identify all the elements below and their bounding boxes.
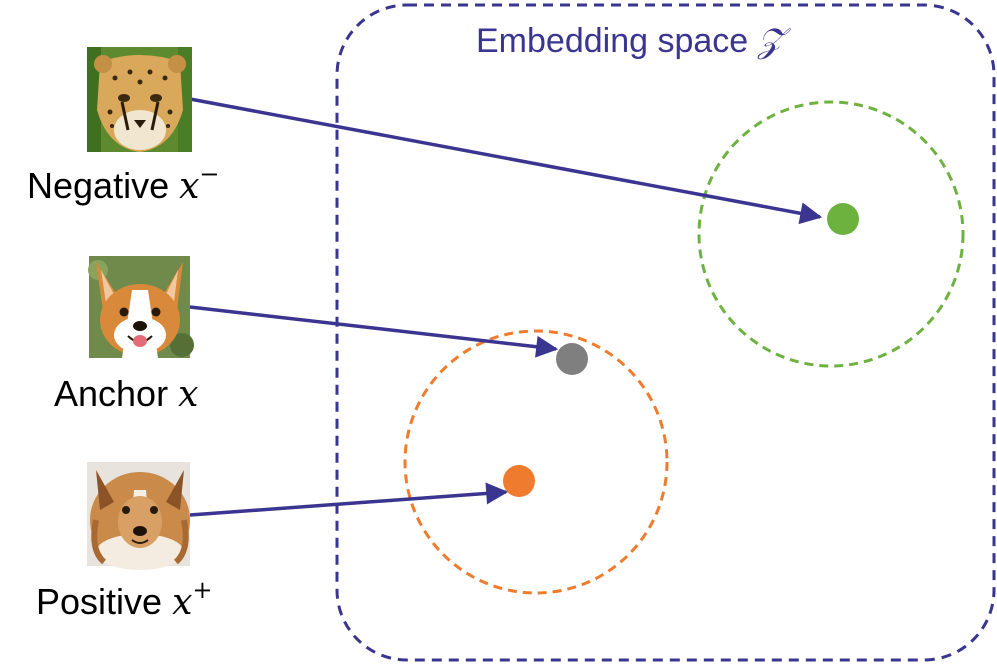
anchor-label: Anchor x [54,373,198,415]
corgi-face-icon [88,256,194,358]
embedding-space-box [335,3,996,662]
negative-embedding-point [827,203,859,235]
anchor-embedding-point [556,343,588,375]
negative-mapping-arrow [189,97,823,225]
sheltie-face-icon [87,462,190,570]
embedding-space-symbol: 𝒵 [757,21,792,61]
cheetah-face-icon [87,47,192,152]
negative-label: Negative x− [27,160,220,207]
negative-neighborhood-ring [697,100,965,368]
positive-embedding-point [503,465,535,497]
embedding-space-title: Embedding space 𝒵 [476,21,792,61]
anchor-mapping-arrow [189,305,559,358]
positive-neighborhood-ring [403,329,669,595]
positive-mapping-arrow [189,482,509,517]
positive-label: Positive x+ [36,576,212,623]
